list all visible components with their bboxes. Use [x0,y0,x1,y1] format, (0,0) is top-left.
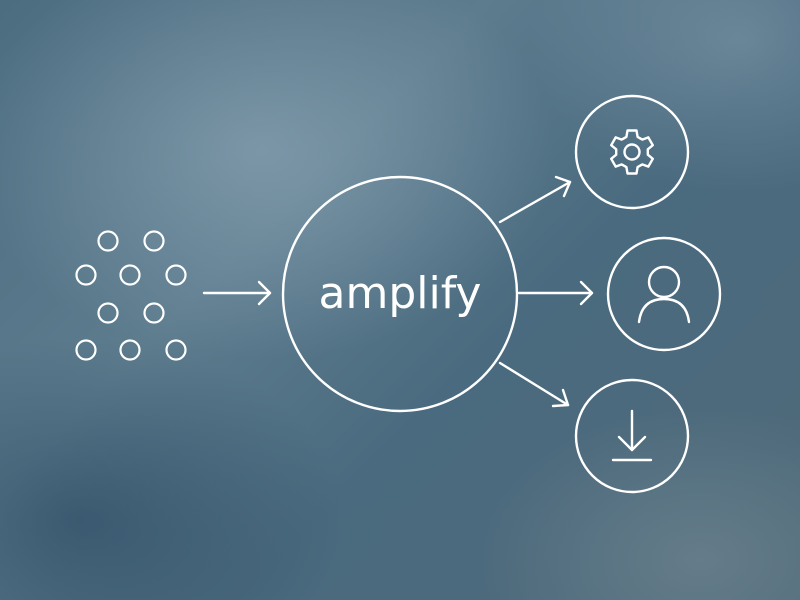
dot [75,264,97,286]
gear-output-node [574,94,690,210]
user-node-circle [606,236,722,352]
output-arrow-top [498,175,572,224]
dot [143,230,165,252]
gear-icon [610,129,654,175]
download-output-node [574,378,690,494]
download-node-circle [574,378,690,494]
amplify-label: amplify [319,268,482,319]
gear-node-circle [574,94,690,210]
dot [143,302,165,324]
user-output-node [606,236,722,352]
dot [165,339,187,361]
amplify-node: amplify [281,175,519,413]
output-arrow-middle [517,280,594,306]
dot [97,302,119,324]
dot [97,230,119,252]
dot [119,339,141,361]
user-icon [637,265,691,324]
input-arrow [202,280,272,306]
output-arrow-bottom [498,361,570,408]
dot [119,264,141,286]
dot-cluster-icon [75,230,187,361]
dot [165,264,187,286]
dot [75,339,97,361]
amplify-circle [281,175,519,413]
download-icon [611,409,653,462]
